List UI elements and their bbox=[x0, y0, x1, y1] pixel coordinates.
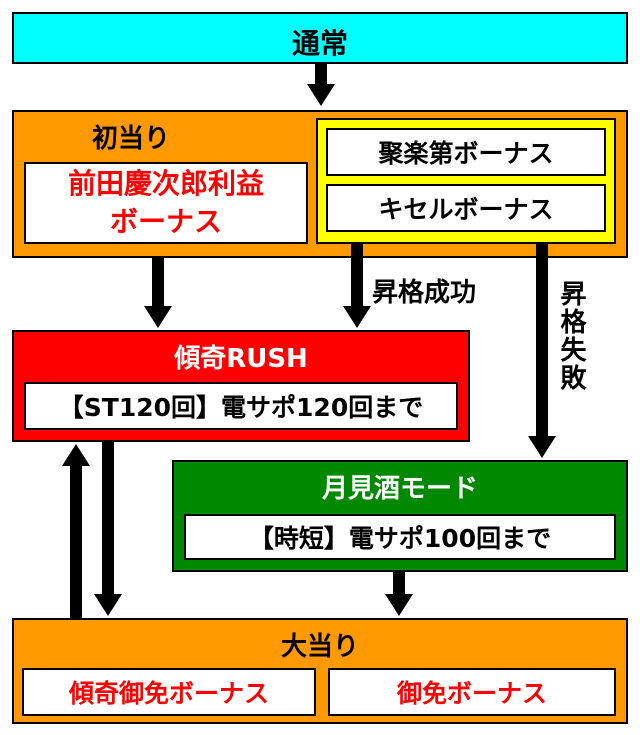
first-hit-box: 初当り 前田慶次郎利益 ボーナス 聚楽第ボーナス キセルボーナス bbox=[12, 110, 628, 258]
first-hit-label: 初当り bbox=[92, 124, 171, 154]
arrow-promotion-failure bbox=[528, 244, 556, 458]
yellow-bonus-group: 聚楽第ボーナス キセルボーナス bbox=[316, 118, 616, 244]
arrow-maeda-to-rush bbox=[144, 258, 172, 328]
maeda-keijiro-bonus-box: 前田慶次郎利益 ボーナス bbox=[24, 162, 308, 244]
arrow-big-hit-to-rush bbox=[62, 444, 90, 618]
promotion-success-label: 昇格成功 bbox=[372, 278, 477, 308]
tsukimizake-mode-box: 月見酒モード 【時短】電サポ100回まで bbox=[172, 460, 628, 572]
arrow-rush-to-big-hit bbox=[94, 442, 122, 616]
normal-state-box: 通常 bbox=[12, 12, 628, 64]
arrow-promotion-success bbox=[343, 244, 371, 328]
kabuki-rush-detail: 【ST120回】電サポ120回まで bbox=[24, 382, 458, 430]
big-hit-label: 大当り bbox=[280, 632, 359, 662]
normal-state-label: 通常 bbox=[291, 27, 348, 60]
arrow-normal-to-first-hit bbox=[307, 64, 335, 106]
maeda-keijiro-bonus-line1: 前田慶次郎利益 bbox=[67, 167, 264, 200]
tsukimizake-mode-label: 月見酒モード bbox=[321, 474, 478, 504]
big-hit-box: 大当り 傾奇御免ボーナス 御免ボーナス bbox=[12, 618, 628, 724]
promotion-failure-label: 昇格失敗 bbox=[556, 280, 586, 392]
kabuki-rush-label: 傾奇RUSH bbox=[174, 344, 308, 374]
maeda-keijiro-bonus-line2: ボーナス bbox=[109, 205, 222, 238]
arrow-tsukimizake-to-big-hit bbox=[385, 572, 413, 616]
tsukimizake-mode-detail: 【時短】電サポ100回まで bbox=[184, 514, 616, 560]
gomen-bonus-box: 御免ボーナス bbox=[328, 668, 616, 716]
kabuki-rush-box: 傾奇RUSH 【ST120回】電サポ120回まで bbox=[12, 330, 470, 442]
jurakudai-bonus-box: 聚楽第ボーナス bbox=[326, 128, 606, 176]
kiseru-bonus-box: キセルボーナス bbox=[326, 184, 606, 232]
kabuki-gomen-bonus-box: 傾奇御免ボーナス bbox=[22, 668, 316, 716]
